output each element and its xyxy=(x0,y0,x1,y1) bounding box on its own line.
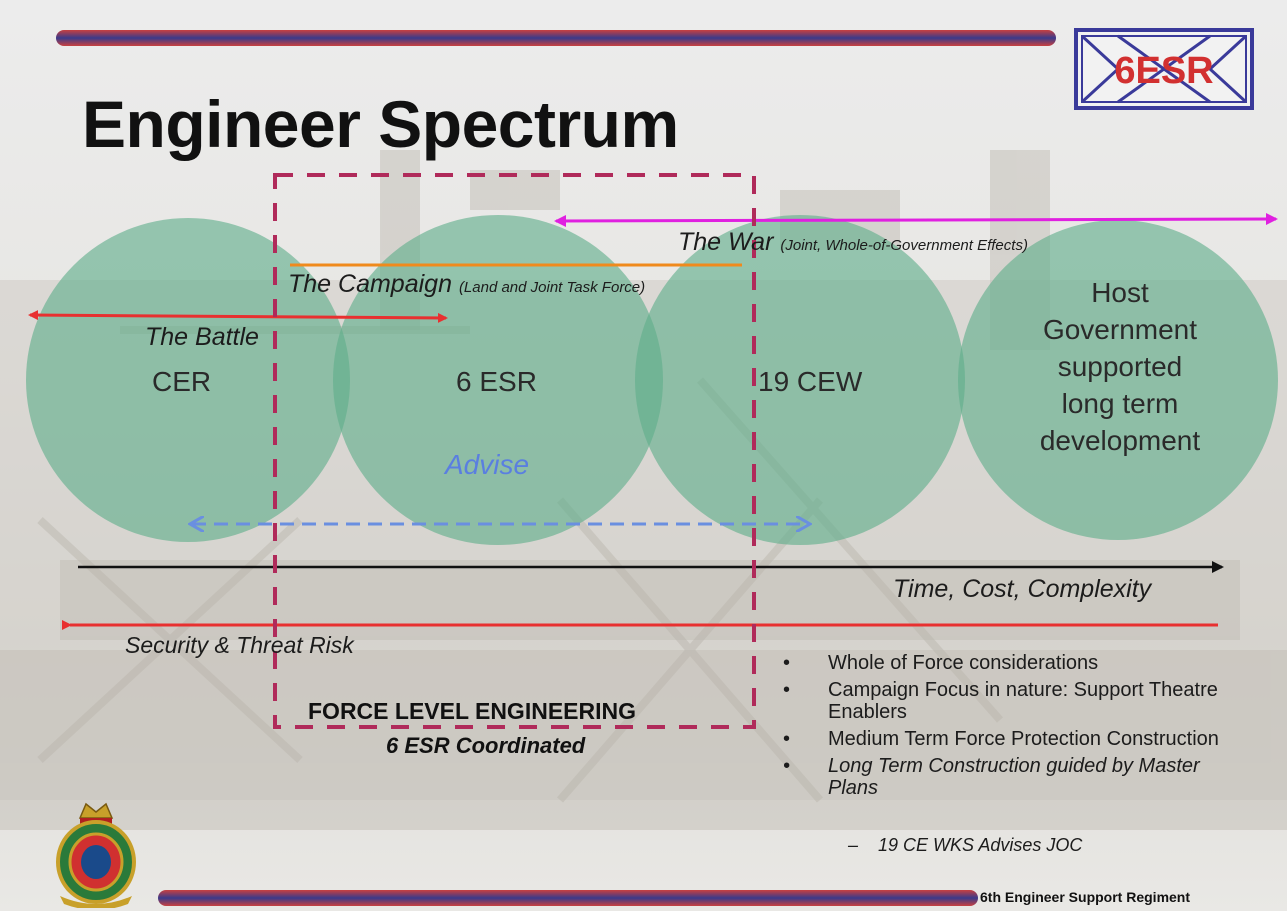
cer-label: CER xyxy=(152,366,212,397)
bottom-bar xyxy=(158,890,978,906)
6esr-logo: 6ESR xyxy=(1074,28,1254,110)
force-level-engineering-title: FORCE LEVEL ENGINEERING xyxy=(308,698,637,724)
top-bar xyxy=(56,30,1056,46)
war-label-detail: (Joint, Whole-of-Government Effects) xyxy=(780,237,1028,254)
royal-engineers-crest xyxy=(56,802,136,908)
bullet-item: Campaign Focus in nature: Support Theatr… xyxy=(783,679,1243,723)
circle-cer xyxy=(26,218,350,542)
campaign-label: The Campaign (Land and Joint Task Force) xyxy=(288,270,645,299)
circle-19cew xyxy=(635,215,965,545)
bullet-item: Whole of Force considerations xyxy=(783,652,1243,674)
host-government-label: Host Government supported long term deve… xyxy=(1000,274,1240,459)
war-label: The War (Joint, Whole-of-Government Effe… xyxy=(678,228,1028,257)
logo-text: 6ESR xyxy=(1114,50,1213,92)
force-level-box xyxy=(273,173,756,729)
host-line-2: Government xyxy=(1042,314,1198,345)
security-threat-risk-label: Security & Threat Risk xyxy=(125,632,354,658)
sub-bullet-text: 19 CE WKS Advises JOC xyxy=(878,835,1083,855)
circle-6esr xyxy=(333,215,663,545)
war-label-main: The War xyxy=(678,228,774,256)
force-level-engineering-subtitle: 6 ESR Coordinated xyxy=(386,733,586,758)
bullet-item: Long Term Construction guided by Master … xyxy=(783,755,1243,799)
host-line-5: development xyxy=(1039,425,1201,456)
time-cost-complexity-label: Time, Cost, Complexity xyxy=(893,575,1152,603)
sub-bullet-dash: – xyxy=(848,835,879,855)
bullet-item: Medium Term Force Protection Constructio… xyxy=(783,728,1243,750)
6esr-label: 6 ESR xyxy=(456,366,537,397)
19cew-label: 19 CEW xyxy=(758,366,863,397)
sub-bullet: – 19 CE WKS Advises JOC xyxy=(848,835,1082,856)
host-line-4: long term xyxy=(1061,388,1179,419)
host-line-1: Host xyxy=(1091,277,1149,308)
battle-arrow xyxy=(28,310,448,323)
campaign-label-detail: (Land and Joint Task Force) xyxy=(458,279,646,296)
campaign-label-main: The Campaign xyxy=(288,270,452,298)
page-title: Engineer Spectrum xyxy=(82,87,679,161)
advise-label: Advise xyxy=(445,449,530,480)
considerations-list: Whole of Force considerations Campaign F… xyxy=(783,652,1243,804)
circle-host xyxy=(958,220,1278,540)
footer-text: 6th Engineer Support Regiment xyxy=(980,889,1191,905)
war-arrow xyxy=(554,213,1278,227)
battle-label: The Battle xyxy=(145,323,259,351)
host-line-3: supported xyxy=(1057,351,1183,382)
